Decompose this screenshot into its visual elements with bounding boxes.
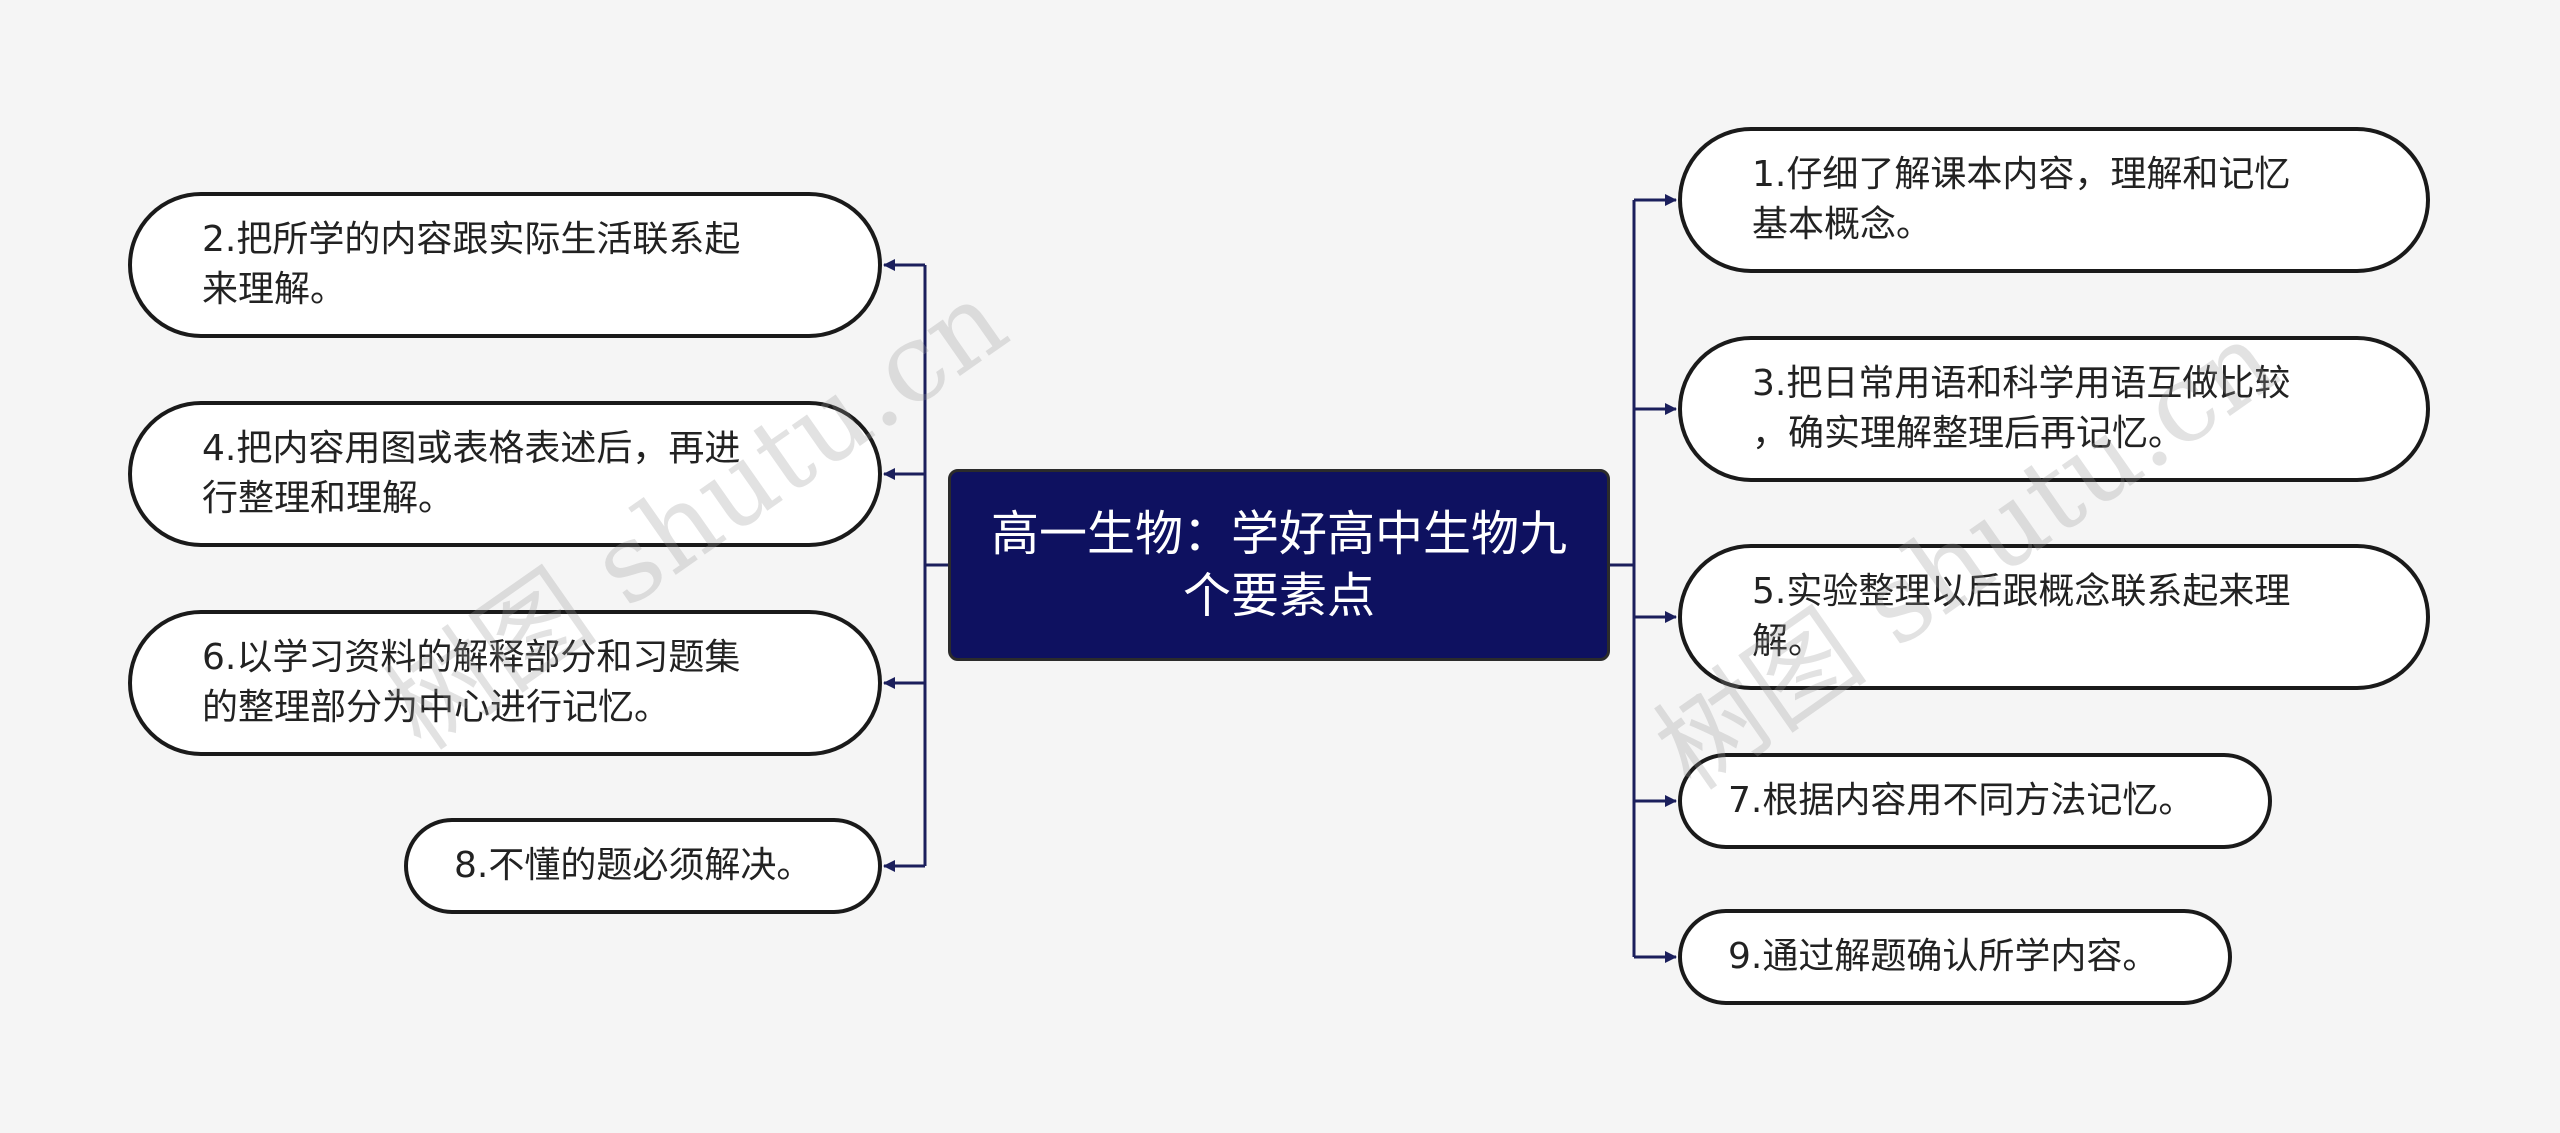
right-node-text: 3.把日常用语和科学用语互做比较 ，确实理解整理后再记忆。 — [1752, 363, 2291, 454]
left-node-8[interactable]: 8.不懂的题必须解决。 — [404, 818, 882, 914]
left-node-4[interactable]: 4.把内容用图或表格表述后，再进 行整理和理解。 — [128, 401, 882, 547]
right-node-7[interactable]: 7.根据内容用不同方法记忆。 — [1678, 753, 2272, 849]
right-node-9[interactable]: 9.通过解题确认所学内容。 — [1678, 909, 2232, 1005]
left-node-2[interactable]: 2.把所学的内容跟实际生活联系起 来理解。 — [128, 192, 882, 338]
left-node-text: 6.以学习资料的解释部分和习题集 的整理部分为中心进行记忆。 — [202, 637, 741, 728]
right-node-text: 5.实验整理以后跟概念联系起来理 解。 — [1752, 571, 2291, 662]
right-node-1[interactable]: 1.仔细了解课本内容，理解和记忆 基本概念。 — [1678, 127, 2430, 273]
right-node-text: 7.根据内容用不同方法记忆。 — [1728, 780, 2195, 821]
central-topic-title: 高一生物：学好高中生物九个要素点 — [990, 506, 1567, 624]
right-node-3[interactable]: 3.把日常用语和科学用语互做比较 ，确实理解整理后再记忆。 — [1678, 336, 2430, 482]
central-topic[interactable]: 高一生物：学好高中生物九个要素点 — [948, 469, 1610, 661]
right-node-5[interactable]: 5.实验整理以后跟概念联系起来理 解。 — [1678, 544, 2430, 690]
right-node-text: 1.仔细了解课本内容，理解和记忆 基本概念。 — [1752, 154, 2291, 245]
left-node-6[interactable]: 6.以学习资料的解释部分和习题集 的整理部分为中心进行记忆。 — [128, 610, 882, 756]
left-node-text: 2.把所学的内容跟实际生活联系起 来理解。 — [202, 219, 741, 310]
right-node-text: 9.通过解题确认所学内容。 — [1728, 936, 2159, 977]
left-node-text: 8.不懂的题必须解决。 — [454, 845, 813, 886]
left-node-text: 4.把内容用图或表格表述后，再进 行整理和理解。 — [202, 428, 741, 519]
